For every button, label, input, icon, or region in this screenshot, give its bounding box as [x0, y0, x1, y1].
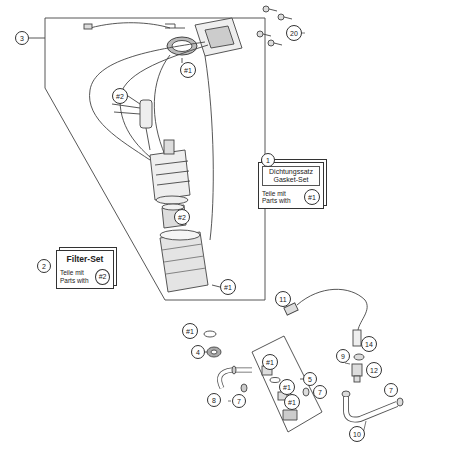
- pump-body: [150, 140, 190, 204]
- callout-circle: #2: [174, 209, 190, 225]
- callout-number: 8: [212, 397, 216, 404]
- callout-number: 3: [20, 35, 24, 42]
- level-sensor: [112, 96, 152, 150]
- callout-circle: 11: [275, 291, 291, 307]
- pump-wires: [84, 23, 213, 240]
- callout-number: 10: [353, 431, 361, 438]
- callout-number: #1: [224, 284, 232, 291]
- callout-circle: 7: [384, 383, 398, 397]
- callout-circle: #1: [284, 394, 300, 410]
- callout-number: 1: [266, 157, 270, 164]
- callout-circle: 4: [191, 345, 205, 359]
- callout-number: #1: [184, 67, 192, 74]
- hose: [346, 397, 397, 420]
- pressure-regulator: [252, 336, 322, 432]
- callout-circle: 7: [232, 394, 246, 408]
- callout-circle: 7: [313, 385, 327, 399]
- callout-circle: 14: [361, 336, 377, 352]
- washer: [204, 331, 221, 357]
- callout-number: 9: [341, 353, 345, 360]
- pump-flange: [167, 18, 242, 63]
- callout-number: 5: [308, 376, 312, 383]
- hose: [220, 366, 252, 392]
- leader-lines: [228, 33, 366, 434]
- callout-number: #1: [308, 194, 316, 201]
- callout-number: 14: [365, 341, 373, 348]
- callout-circle: 5: [303, 372, 317, 386]
- set-row: Teile mit Parts with #1: [262, 189, 320, 205]
- callout-number: #1: [266, 359, 274, 366]
- callout-circle: 10: [349, 426, 365, 442]
- callout-circle: 9: [336, 349, 350, 363]
- callout-circle: 2: [37, 259, 51, 273]
- callout-number: 2: [42, 263, 46, 270]
- callout-number: 7: [237, 398, 241, 405]
- callout-circle: 8: [207, 393, 221, 407]
- set-note: Teile mit Parts with: [262, 190, 298, 205]
- callout-circle: 1: [261, 153, 275, 167]
- callout-number: #2: [99, 273, 107, 280]
- callout-number: 4: [196, 349, 200, 356]
- callout-circle: #2: [95, 269, 110, 285]
- fuel-filter: [160, 230, 208, 292]
- set-title: Filter-Set: [60, 254, 110, 266]
- callout-number: 12: [370, 367, 378, 374]
- sensor-cable: [284, 289, 367, 346]
- assembly-bracket: [45, 18, 265, 300]
- callout-circle: #1: [220, 279, 236, 295]
- callout-number: 7: [318, 389, 322, 396]
- callout-circle: #1: [279, 379, 295, 395]
- callout-number: #1: [186, 328, 194, 335]
- filter-set-box: Filter-SetTeile mit Parts with #2: [56, 250, 114, 289]
- set-note: Teile mit Parts with: [60, 269, 93, 284]
- callout-number: 11: [279, 296, 286, 303]
- callout-circle: #1: [304, 189, 320, 205]
- fittings: [303, 354, 403, 406]
- callout-circle: #1: [262, 354, 278, 370]
- callout-number: #2: [178, 214, 186, 221]
- callout-circle: #1: [182, 323, 198, 339]
- gasket-set-box: Dichtungssatz Gasket-SetTeile mit Parts …: [258, 162, 324, 209]
- callout-circle: 3: [15, 31, 29, 45]
- callout-circle: #2: [112, 88, 128, 104]
- callout-circle: 20: [286, 25, 302, 41]
- callout-circle: #1: [180, 62, 196, 78]
- callout-number: 20: [290, 30, 298, 37]
- callout-number: #1: [288, 399, 296, 406]
- callout-number: #2: [116, 93, 124, 100]
- set-title: Dichtungssatz Gasket-Set: [262, 166, 320, 186]
- callout-number: #1: [283, 384, 291, 391]
- set-row: Teile mit Parts with #2: [60, 269, 110, 285]
- callout-number: 7: [389, 387, 393, 394]
- callout-circle: 12: [366, 362, 382, 378]
- screws: [257, 6, 292, 46]
